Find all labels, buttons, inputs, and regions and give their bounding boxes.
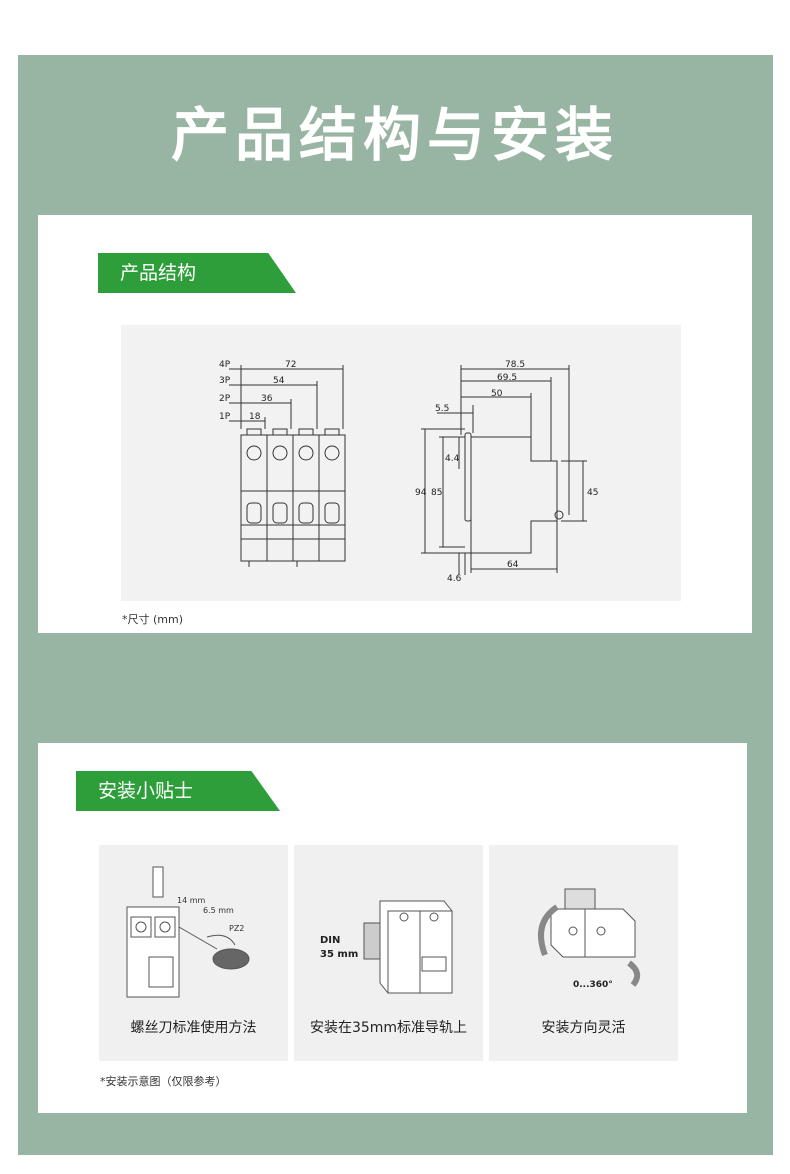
din-rail-illustration: DIN 35 mm — [320, 900, 453, 994]
side-dim-label: 5.5 — [435, 404, 449, 414]
width-label: 72 — [285, 360, 296, 370]
card-caption: 安装方向灵活 — [541, 1020, 626, 1036]
width-label: 18 — [249, 412, 261, 422]
pole-label: 2P — [219, 394, 231, 404]
dimension-drawing: 4P 3P 2P 1P 72 54 36 18 78.5 69.5 50 5.5… — [121, 325, 681, 601]
illustration-label: 0...360° — [573, 980, 613, 990]
structure-panel: 产品结构 — [38, 215, 752, 633]
side-body — [470, 436, 558, 554]
card-caption: 螺丝刀标准使用方法 — [130, 1020, 257, 1036]
side-dim-label: 78.5 — [505, 360, 525, 370]
pole-label: 3P — [219, 376, 231, 386]
orientation-card: 0...360° 安装方向灵活 — [489, 845, 678, 1061]
install-panel: 安装小贴士 14 mm 6.5 mm PZ2 螺丝刀标准使用方法 — [38, 743, 747, 1113]
illustration-label: 6.5 mm — [203, 906, 234, 915]
screwdriver-card: 14 mm 6.5 mm PZ2 螺丝刀标准使用方法 — [99, 845, 288, 1061]
illustration-label: 14 mm — [177, 896, 206, 905]
bottom-dim-label: 64 — [507, 560, 519, 570]
height-label: 94 — [415, 488, 427, 498]
orientation-illustration: 0...360° — [538, 888, 641, 990]
din-rail-card: DIN 35 mm 安装在35mm标准导轨上 — [294, 845, 483, 1061]
side-dim-label: 4.4 — [445, 454, 460, 464]
install-tag: 安装小贴士 — [76, 771, 280, 811]
width-label: 36 — [261, 394, 273, 404]
height-label: 45 — [587, 488, 598, 498]
pole-label: 4P — [219, 360, 231, 370]
side-dim-label: 50 — [491, 389, 503, 399]
dimension-note: *尺寸 (mm) — [122, 613, 184, 626]
dimension-svg: 4P 3P 2P 1P 72 54 36 18 78.5 69.5 50 5.5… — [219, 360, 598, 584]
width-label: 54 — [273, 376, 285, 386]
illustration-label: PZ2 — [229, 924, 244, 933]
install-note: *安装示意图（仅限参考） — [100, 1075, 227, 1088]
illustration-label: 35 mm — [320, 949, 358, 960]
pole-label: 1P — [219, 412, 231, 422]
side-dim-label: 4.6 — [447, 574, 462, 584]
structure-tag: 产品结构 — [98, 253, 296, 293]
card-caption: 安装在35mm标准导轨上 — [309, 1020, 468, 1036]
illustration-label: DIN — [320, 935, 340, 946]
side-dim-label: 69.5 — [497, 373, 517, 383]
screwdriver-illustration: 14 mm 6.5 mm PZ2 — [126, 866, 250, 998]
page-title: 产品结构与安装 — [170, 101, 619, 169]
height-label: 85 — [431, 488, 442, 498]
